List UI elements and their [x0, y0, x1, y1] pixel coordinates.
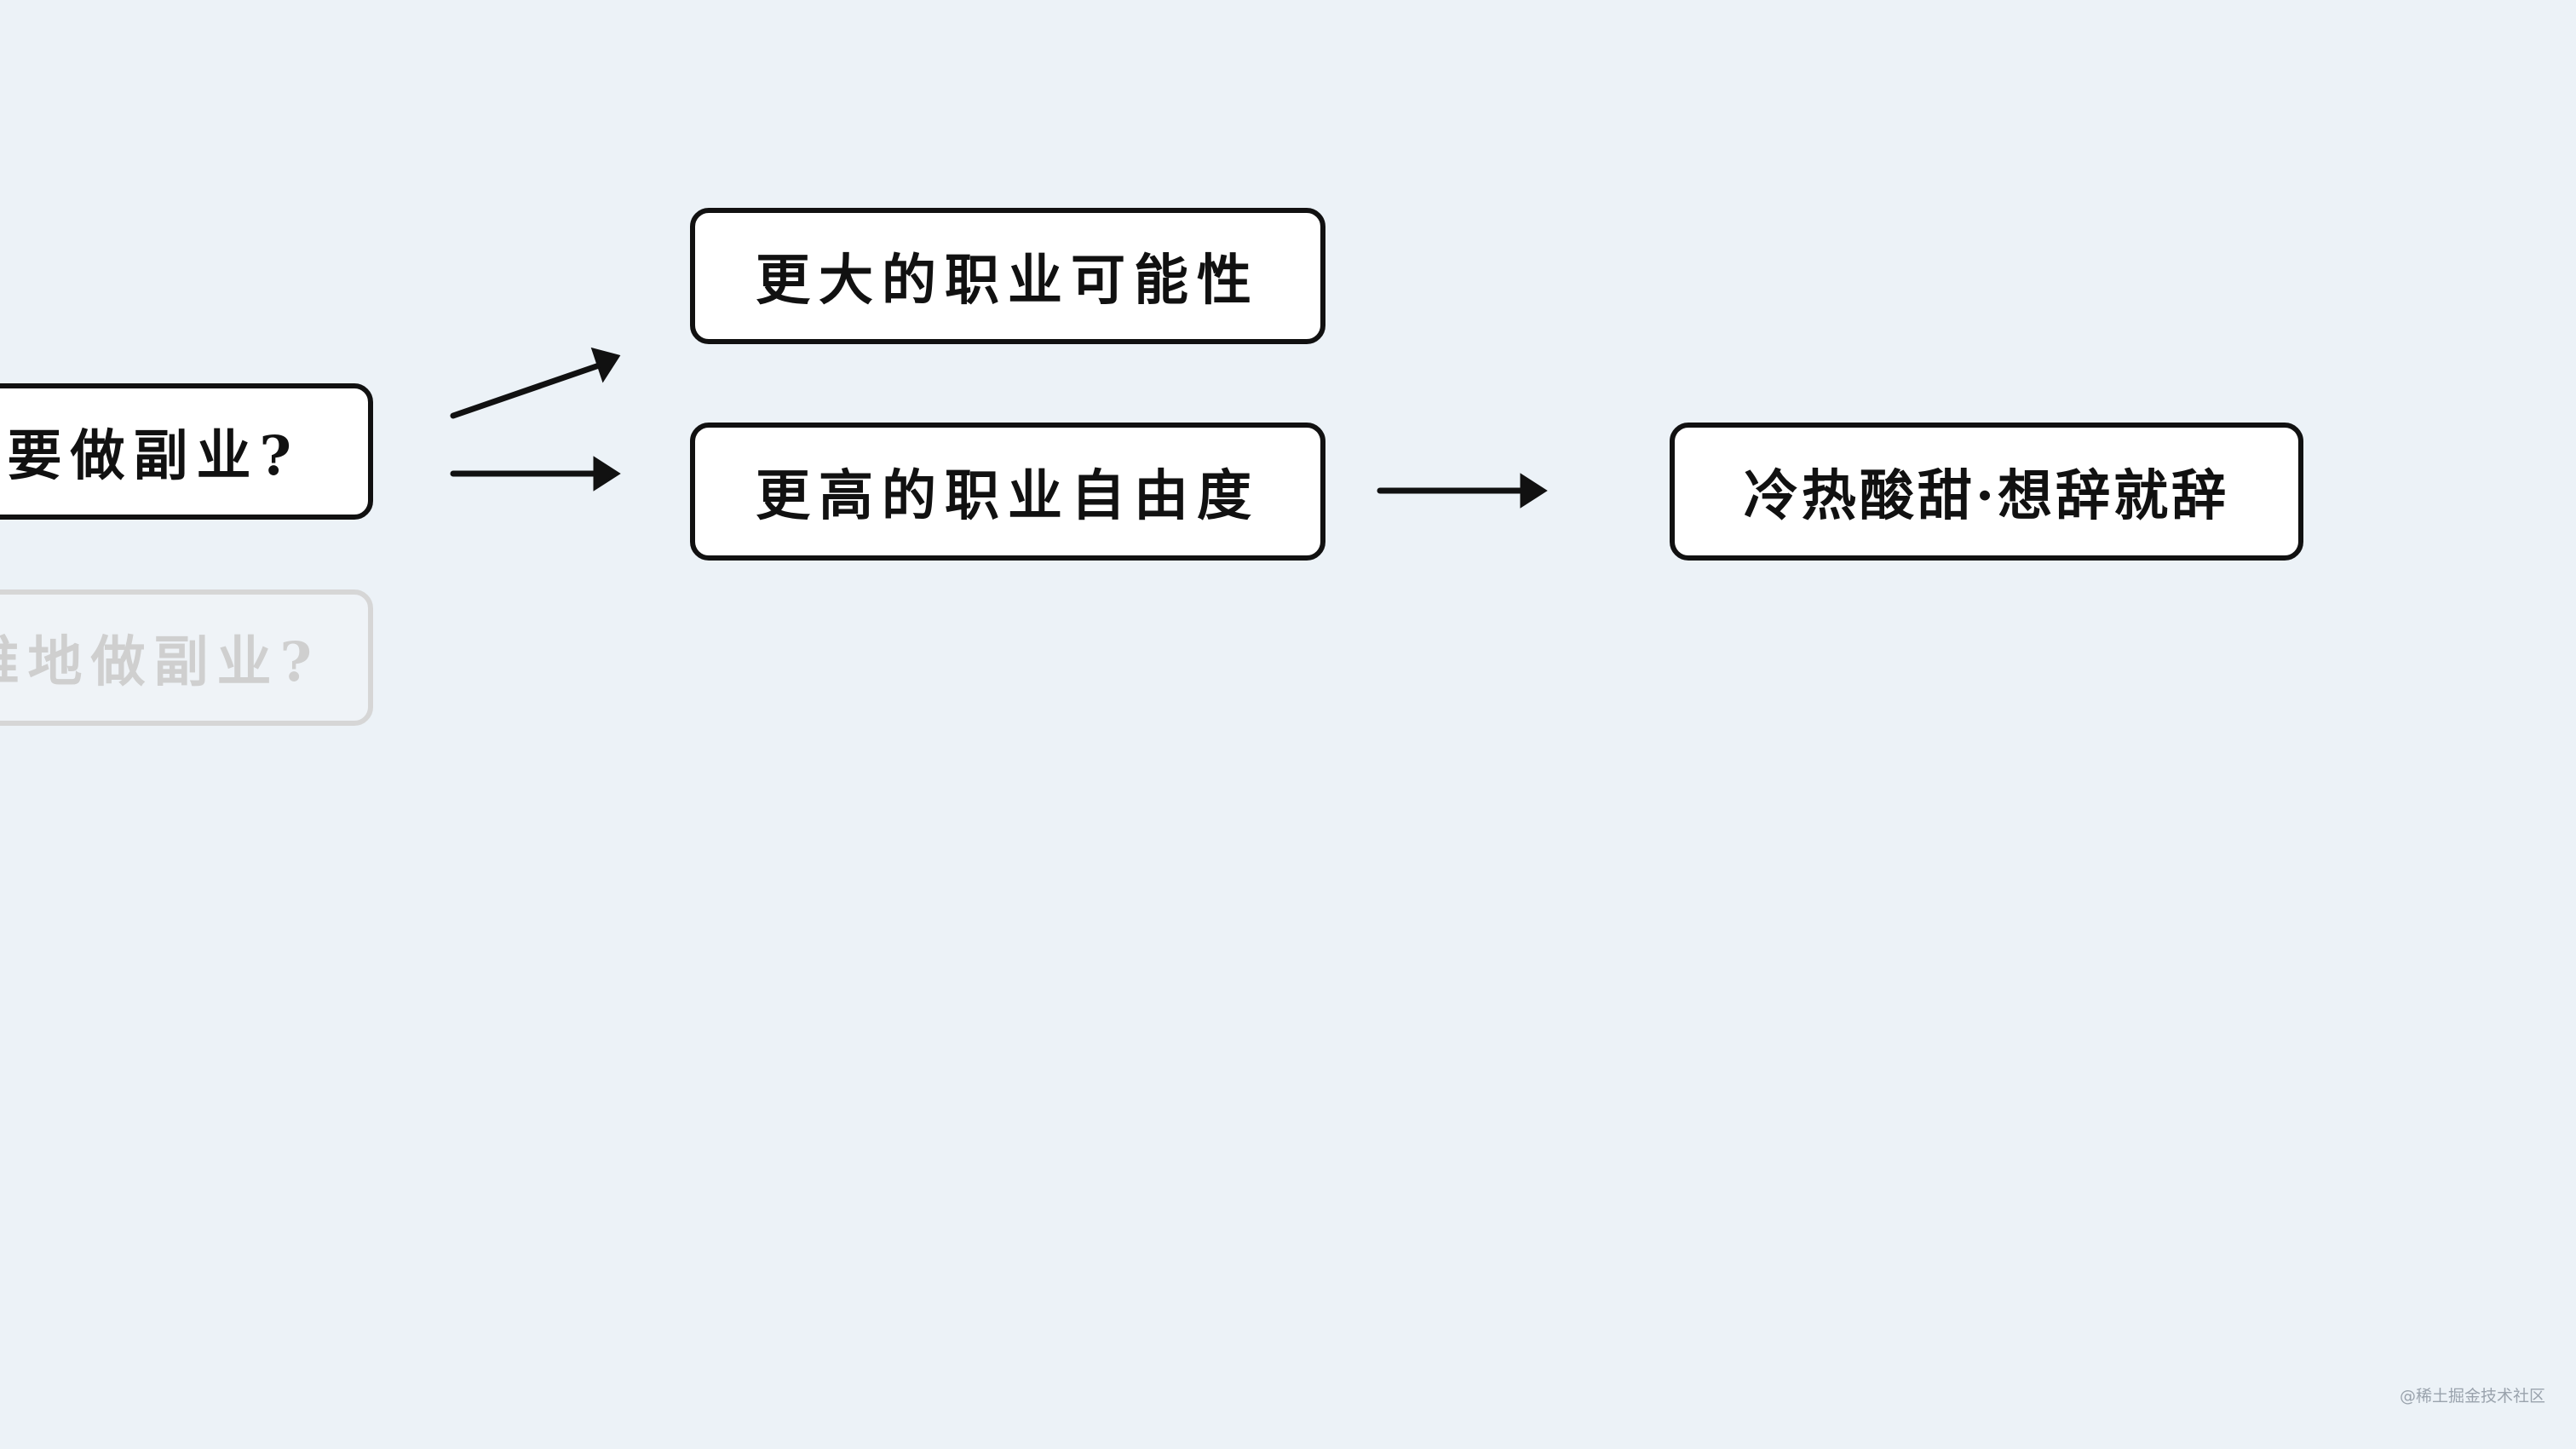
arrow-to-quit-anytime — [1377, 473, 1548, 509]
arrow-to-career-freedom — [450, 456, 621, 492]
node-side-job-question-label: 要做副业? — [7, 424, 300, 488]
watermark: @稀土掘金技术社区 — [2399, 1387, 2545, 1406]
arrow-to-career-possibility — [450, 347, 621, 419]
node-career-freedom-label: 更高的职业自由度 — [756, 464, 1260, 528]
node-career-freedom: 更高的职业自由度 — [690, 423, 1325, 561]
node-side-job-question: 要做副业? — [0, 383, 373, 520]
node-career-possibility-label: 更大的职业可能性 — [756, 249, 1260, 313]
node-side-job-question-faded-label: 难地做副业? — [0, 630, 320, 694]
node-side-job-question-faded: 难地做副业? — [0, 589, 373, 726]
node-quit-anytime-label: 冷热酸甜·想辞就辞 — [1743, 464, 2230, 528]
node-career-possibility: 更大的职业可能性 — [690, 208, 1325, 344]
node-quit-anytime: 冷热酸甜·想辞就辞 — [1670, 423, 2303, 561]
